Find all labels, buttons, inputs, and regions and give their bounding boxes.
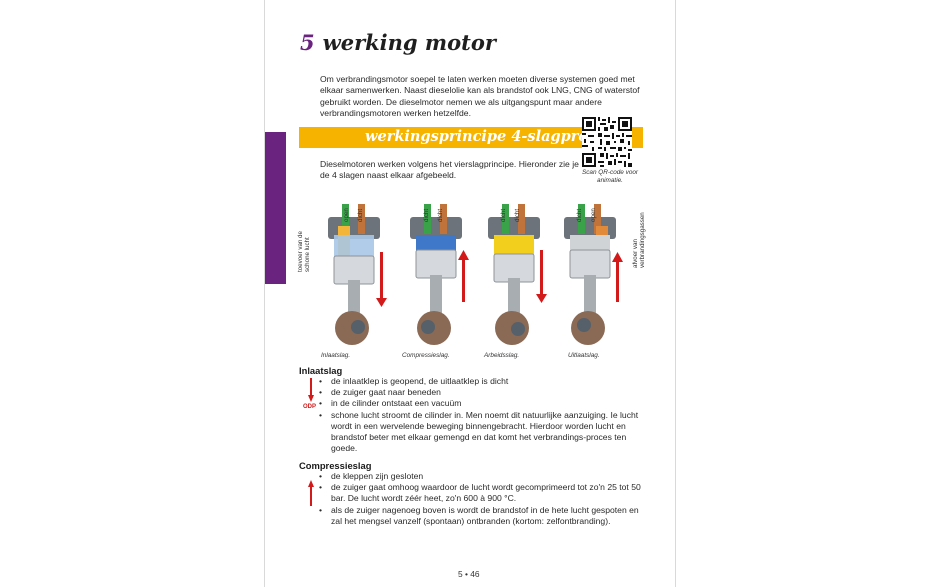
caption-exhaust-stroke: Uitlaatslag.: [568, 352, 600, 359]
chapter-title: 5 werking motor: [300, 30, 496, 55]
subintro-paragraph: Dieselmotoren werken volgens het viersla…: [320, 159, 579, 181]
engine-power-stroke: [488, 204, 547, 345]
chapter-number: 5: [300, 30, 315, 55]
valve-label-2-left: dicht: [423, 208, 430, 222]
arrow-up-icon: [308, 480, 314, 506]
engine-compression-stroke: [410, 204, 469, 345]
list-item: de zuiger gaat omhoog waardoor de lucht …: [319, 482, 651, 504]
section-banner: werkingsprincipe 4-slagproces: [299, 127, 643, 148]
caption-compression-stroke: Compressieslag.: [402, 352, 450, 359]
list-item: de kleppen zijn gesloten: [319, 471, 651, 482]
four-stroke-illustration: [328, 204, 623, 345]
heading-compressieslag: Compressieslag: [299, 460, 372, 471]
intro-paragraph: Om verbrandingsmotor soepel te laten wer…: [320, 74, 640, 119]
heading-inlaatslag: Inlaatslag: [299, 365, 343, 376]
arrow-down-icon: [308, 378, 314, 402]
chapter-side-tab: [265, 132, 286, 284]
page-number: 5 • 46: [458, 569, 480, 579]
engine-exhaust-stroke: [564, 204, 623, 345]
list-item: schone lucht stroomt de cilinder in. Men…: [319, 410, 649, 455]
qr-code-icon[interactable]: [582, 117, 632, 167]
list-item: de zuiger gaat naar beneden: [319, 387, 649, 398]
qr-caption: Scan QR-code voor animatie.: [581, 169, 639, 184]
valve-label-4-left: dicht: [576, 208, 583, 222]
list-item: in de cilinder ontstaat een vacuüm: [319, 398, 649, 409]
valve-label-3-right: dicht: [514, 208, 521, 222]
valve-label-3-left: dicht: [500, 208, 507, 222]
compressieslag-list: de kleppen zijn gesloten de zuiger gaat …: [319, 471, 651, 527]
caption-intake-stroke: Inlaatslag.: [321, 352, 351, 359]
list-item: de inlaatklep is geopend, de uitlaatklep…: [319, 376, 649, 387]
banner-title: werkingsprincipe 4-slagproces: [365, 128, 615, 145]
odp-marker: ODP: [303, 404, 317, 410]
page-edge-right: [675, 0, 676, 587]
caption-power-stroke: Arbeidsslag.: [484, 352, 520, 359]
valve-label-1-right: dicht: [357, 208, 364, 222]
engine-intake-stroke: [328, 204, 387, 345]
page-edge-left: [264, 0, 265, 587]
inlaatslag-list: de inlaatklep is geopend, de uitlaatklep…: [319, 376, 649, 454]
valve-label-2-right: dicht: [437, 208, 444, 222]
list-item: als de zuiger nagenoeg boven is wordt de…: [319, 505, 651, 527]
chapter-title-text: werking motor: [322, 30, 496, 55]
valve-label-1-left: open: [343, 208, 350, 222]
valve-label-4-right: open: [590, 208, 597, 222]
